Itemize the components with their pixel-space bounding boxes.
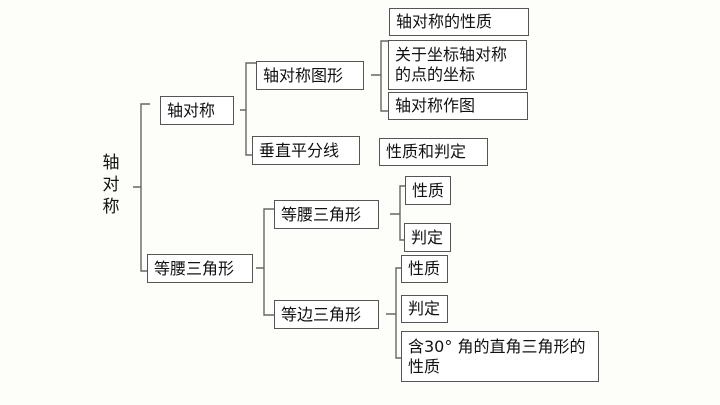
- axial-bracket: [240, 62, 256, 156]
- root-bracket: [133, 103, 150, 272]
- node-axial-symmetry: 轴对称: [160, 96, 234, 125]
- equilateral-bracket: [386, 267, 401, 359]
- node-axial-drawing: 轴对称作图: [388, 92, 528, 120]
- node-isosceles-triangle: 等腰三角形: [274, 200, 379, 229]
- node-isosceles-property: 性质: [405, 176, 451, 205]
- node-equilateral-triangle: 等边三角形: [274, 300, 379, 329]
- root-topic: 轴对称: [102, 153, 120, 217]
- figure-bracket: [371, 40, 388, 112]
- node-axial-property: 轴对称的性质: [389, 8, 529, 36]
- node-bisector-property: 性质和判定: [379, 138, 488, 166]
- node-axial-figure: 轴对称图形: [256, 61, 364, 90]
- node-equilateral-property: 性质: [401, 255, 448, 283]
- node-30-degree-right-triangle: 含30° 角的直角三角形的性质: [401, 331, 599, 382]
- node-equilateral-criterion: 判定: [401, 295, 448, 323]
- isosceles-triangle-bracket: [390, 185, 405, 241]
- isosceles-bracket: [256, 208, 274, 316]
- node-perpendicular-bisector: 垂直平分线: [252, 136, 360, 165]
- node-coordinate-symmetry: 关于坐标轴对称的点的坐标: [388, 40, 527, 90]
- node-isosceles-criterion: 判定: [404, 223, 451, 252]
- node-isosceles-chapter: 等腰三角形: [147, 254, 253, 283]
